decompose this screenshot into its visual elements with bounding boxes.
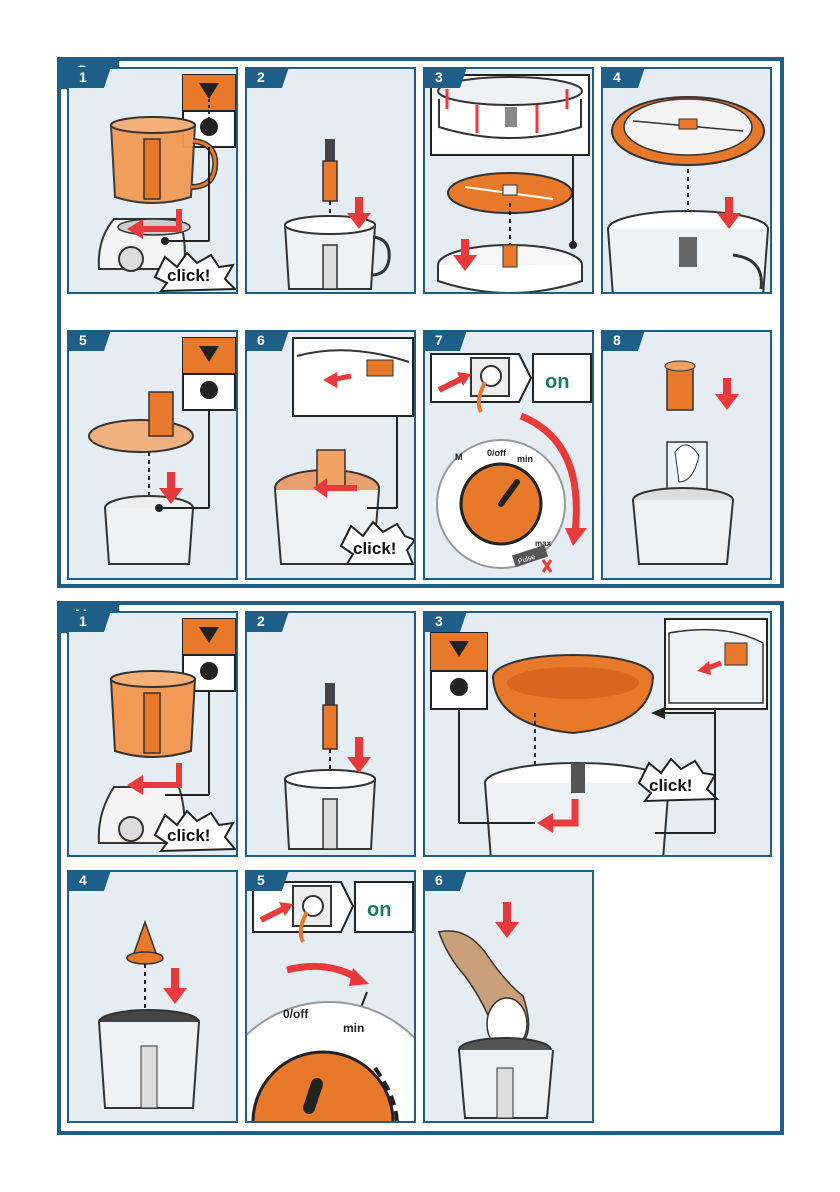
dial-min-label: min (343, 1021, 364, 1035)
dial-off-label: 0/off (283, 1007, 309, 1021)
step-number: 3 (423, 67, 467, 88)
step-h1-illustration: click! (69, 613, 238, 857)
step-h2-illustration (247, 613, 416, 857)
step-h6-illustration (425, 872, 594, 1123)
step-g8-illustration (603, 332, 772, 580)
step-h3-illustration: click! (425, 613, 772, 857)
step-g2-panel: 2 (245, 67, 416, 294)
step-h2-panel: 2 (245, 611, 416, 857)
step-g3-illustration (425, 69, 594, 294)
step-g5-panel: 5 (67, 330, 238, 580)
step-h4-panel: 4 (67, 870, 238, 1123)
on-label: on (367, 899, 391, 921)
step-number: 1 (67, 67, 111, 88)
step-h4-illustration (69, 872, 238, 1123)
section-g: G 1 (57, 57, 784, 588)
lock-indicator-icon (183, 338, 235, 410)
step-number: 4 (67, 870, 111, 891)
dial-m-label: M (455, 452, 463, 462)
step-h5-illustration: on 0/off min (247, 872, 416, 1123)
step-number: 1 (67, 611, 111, 632)
step-g1-panel: 1 (67, 67, 238, 294)
section-h: H 1 click! 2 (57, 601, 784, 1135)
dial-off-label: 0/off (487, 448, 507, 458)
step-g6-panel: 6 click! (245, 330, 416, 580)
step-g8-panel: 8 (601, 330, 772, 580)
step-h3-panel: 3 (423, 611, 772, 857)
step-number: 6 (423, 870, 467, 891)
step-h5-panel: 5 on 0/off min (245, 870, 416, 1123)
step-g6-illustration: click! (247, 332, 416, 580)
dial-min-label: min (517, 454, 533, 464)
step-number: 2 (245, 611, 289, 632)
click-label: click! (167, 826, 210, 845)
step-number: 6 (245, 330, 289, 351)
step-h6-panel: 6 (423, 870, 594, 1123)
on-label: on (545, 371, 569, 393)
step-g5-illustration (69, 332, 238, 580)
step-g1-illustration: click! (69, 69, 238, 294)
step-g7-illustration: on 0/off min M max Pulse (425, 332, 594, 580)
step-h1-panel: 1 click! (67, 611, 238, 857)
step-number: 5 (67, 330, 111, 351)
step-number: 7 (423, 330, 467, 351)
click-label: click! (649, 776, 692, 795)
step-g2-illustration (247, 69, 416, 294)
step-g4-panel: 4 (601, 67, 772, 294)
step-number: 3 (423, 611, 467, 632)
step-number: 2 (245, 67, 289, 88)
step-number: 4 (601, 67, 645, 88)
click-label: click! (353, 539, 396, 558)
plug-icon (293, 886, 331, 942)
step-number: 8 (601, 330, 645, 351)
lock-indicator-icon (431, 633, 487, 709)
plug-icon (471, 358, 509, 412)
step-g3-panel: 3 (423, 67, 594, 294)
click-label: click! (167, 266, 210, 285)
step-g7-panel: 7 on 0/off min M max Pulse (423, 330, 594, 580)
step-number: 5 (245, 870, 289, 891)
step-g4-illustration (603, 69, 772, 294)
